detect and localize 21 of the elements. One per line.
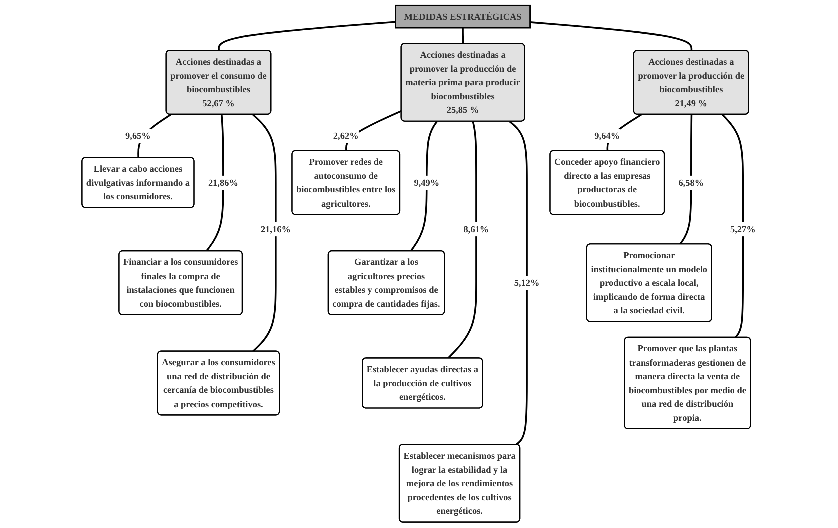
connector <box>218 21 396 51</box>
edge-label: 9,64% <box>594 130 620 142</box>
connector <box>509 121 528 446</box>
connector <box>410 121 438 252</box>
edge-label: 9,65% <box>126 130 151 142</box>
node-box: MEDIDAS ESTRATÉGICAS <box>395 4 531 29</box>
edge-label: 9,49% <box>414 177 440 188</box>
connector <box>679 114 693 246</box>
edge-label: 2,62% <box>333 130 359 142</box>
edge-label: 8,61% <box>464 224 490 235</box>
connector <box>722 114 744 338</box>
connector <box>206 114 224 252</box>
connector <box>462 28 464 44</box>
edge-label: 5,12% <box>514 277 540 288</box>
edge-label: 5,27% <box>730 224 756 235</box>
connector <box>252 114 277 352</box>
connector <box>530 22 693 51</box>
connector <box>448 122 478 360</box>
edge-label: 6,58% <box>678 177 704 188</box>
edge-label: 21,86% <box>208 177 238 188</box>
edge-label: 21,16% <box>260 224 291 235</box>
